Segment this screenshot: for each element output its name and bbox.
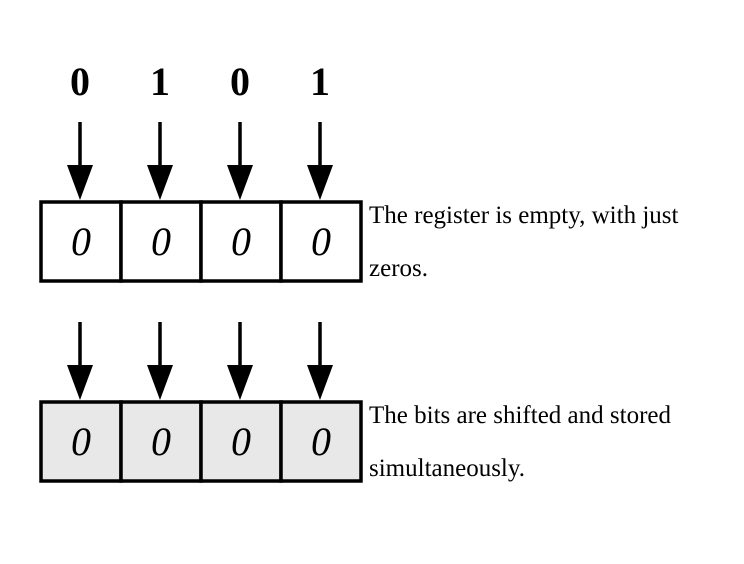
input-bit: 1 [310,59,330,104]
register-cell-value: 0 [151,219,171,264]
register-cell-value: 0 [311,419,331,464]
register-empty: 0 0 0 0 [39,200,363,283]
arrows-to-register-1 [67,122,333,200]
register-empty-caption: The register is empty, with just zeros. [369,202,679,282]
register-cell-value: 0 [71,419,91,464]
input-bit: 0 [230,59,250,104]
register-cell [119,400,203,483]
down-arrow-icon [147,322,173,400]
input-bit: 1 [150,59,170,104]
down-arrow-icon [147,122,173,200]
down-arrow-icon [67,122,93,200]
down-arrow-icon [307,322,333,400]
arrows-to-register-2 [67,322,333,400]
input-bits: 0 1 0 1 [70,59,330,104]
register-cell [199,200,283,283]
register-cell-value: 0 [231,219,251,264]
down-arrow-icon [307,122,333,200]
register-cell [279,200,363,283]
register-cell-value: 0 [231,419,251,464]
register-cell [199,400,283,483]
register-loaded-caption: The bits are shifted and stored simultan… [369,402,671,482]
down-arrow-icon [227,322,253,400]
down-arrow-icon [67,322,93,400]
down-arrow-icon [227,122,253,200]
input-bit: 0 [70,59,90,104]
register-cell-value: 0 [151,419,171,464]
register-cell-value: 0 [311,219,331,264]
register-cell [119,200,203,283]
register-cell [39,400,123,483]
register-cell-value: 0 [71,219,91,264]
register-cell [279,400,363,483]
register-loaded: 0 0 0 0 [39,400,363,483]
